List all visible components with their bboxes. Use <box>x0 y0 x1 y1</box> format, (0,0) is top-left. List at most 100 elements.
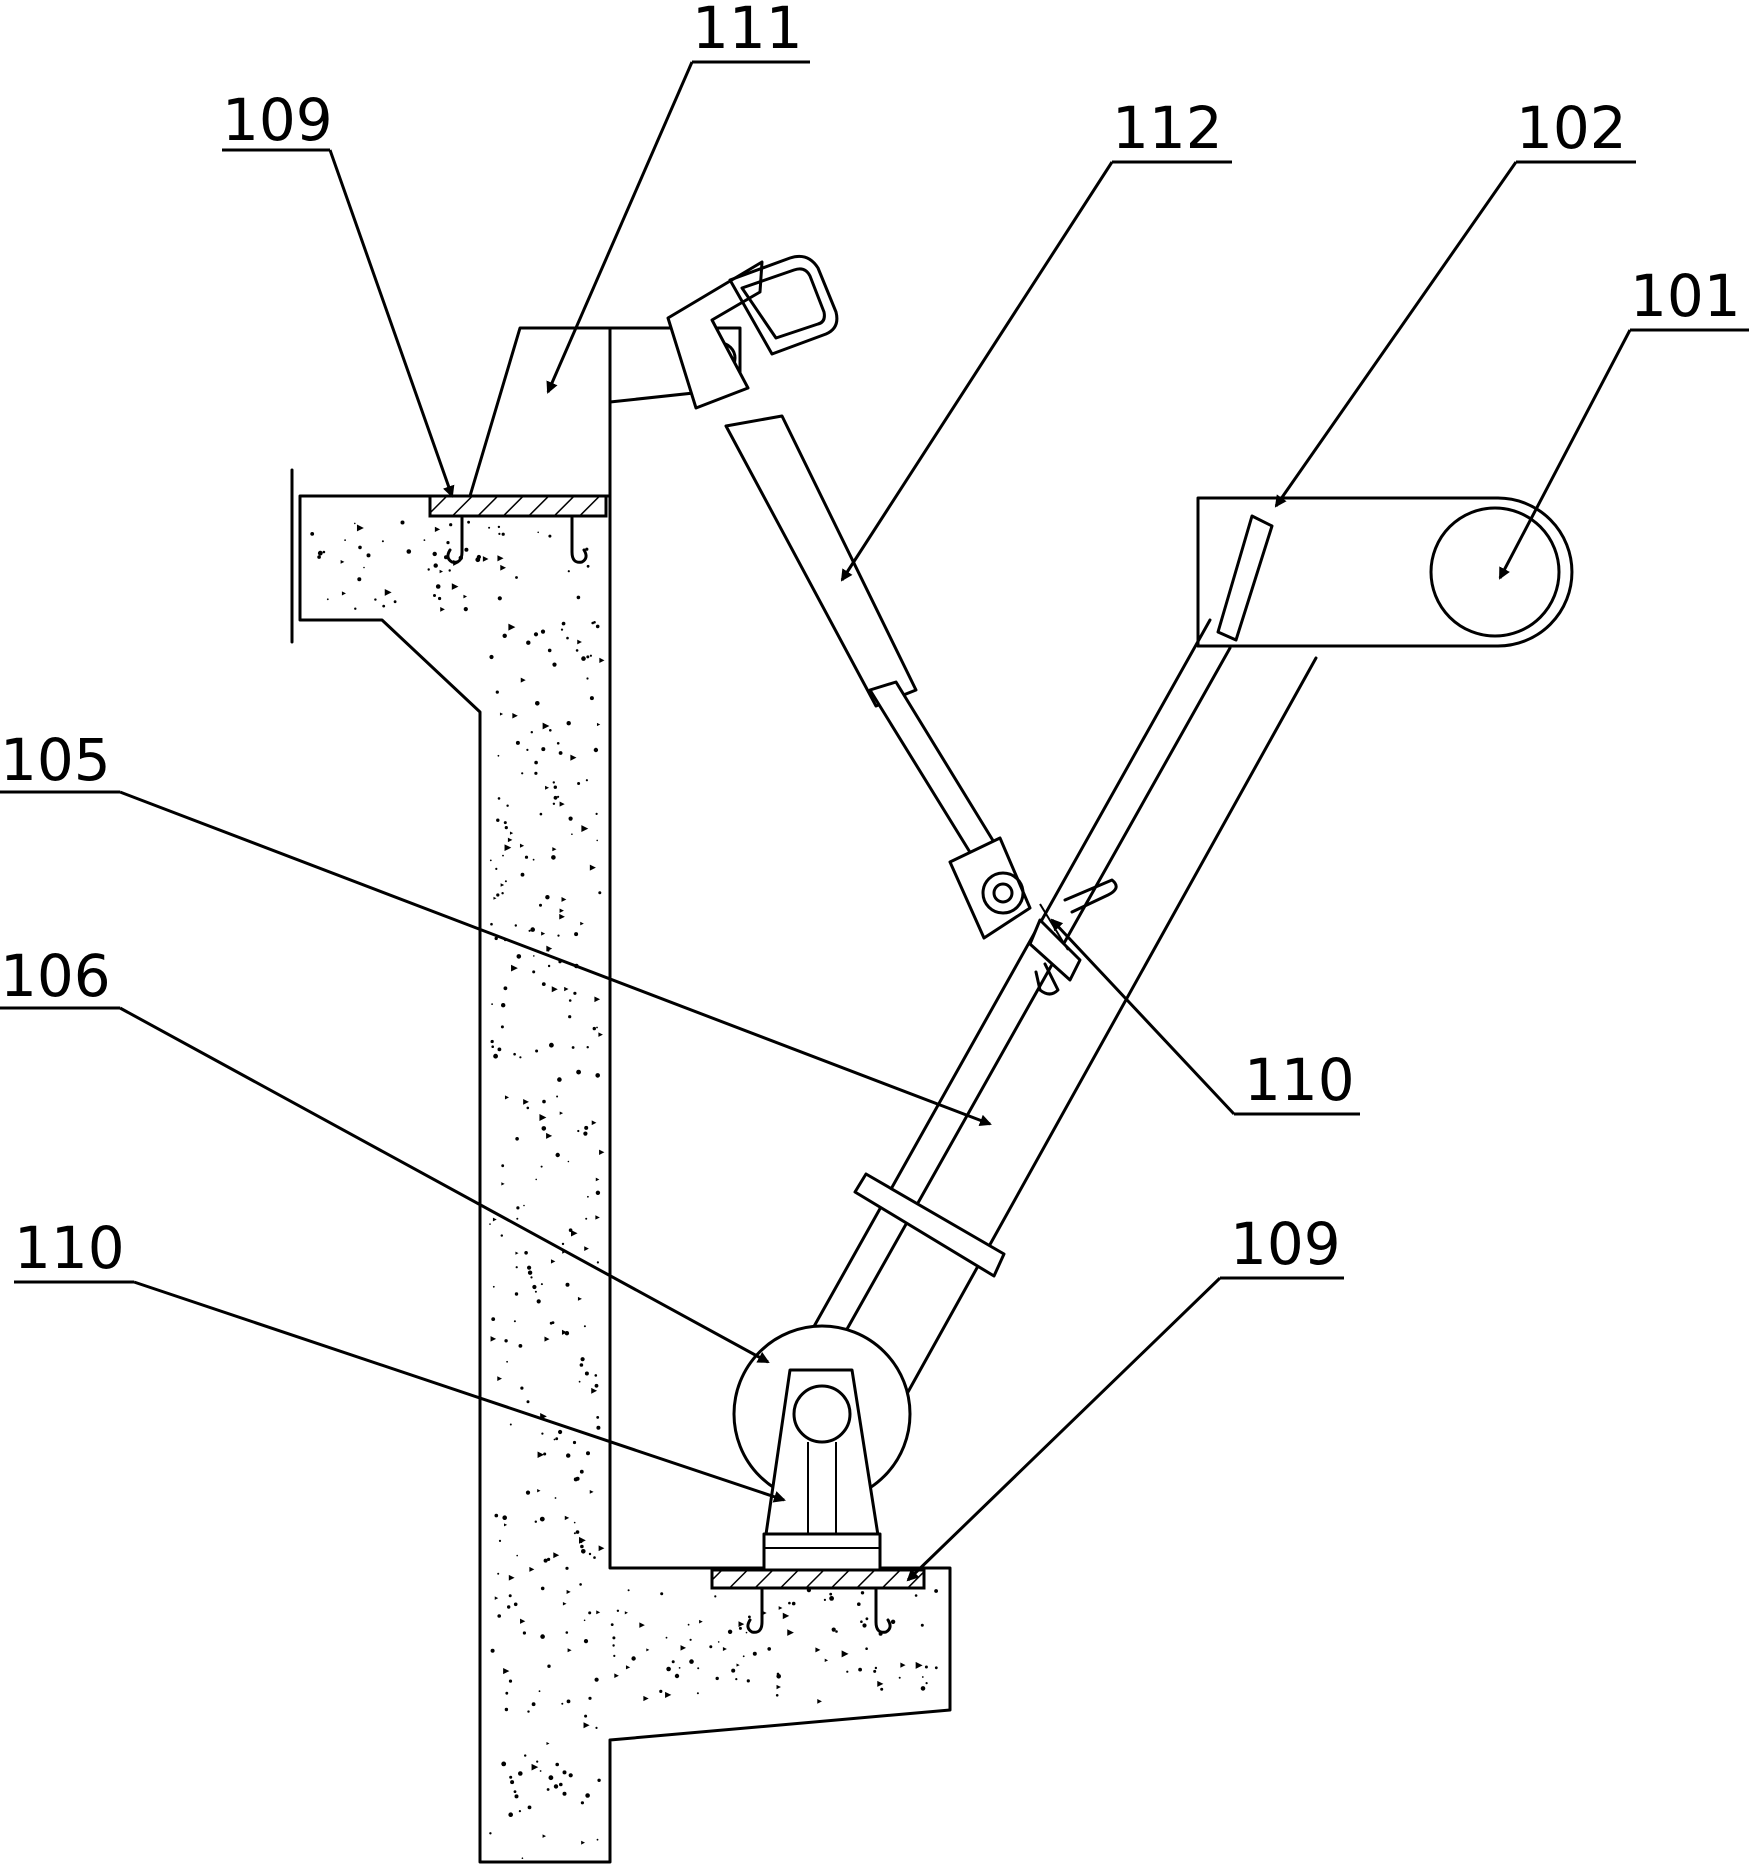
aggregate-speck <box>501 1761 507 1767</box>
aggregate-speck <box>689 1659 694 1664</box>
aggregate-speck <box>595 812 598 816</box>
aggregate-speck <box>509 1423 512 1426</box>
aggregate-speck <box>595 1177 600 1182</box>
aggregate-speck <box>497 1572 500 1575</box>
callout-label: 110 <box>1244 1046 1355 1114</box>
aggregate-speck <box>540 1283 543 1286</box>
aggregate-speck <box>310 532 315 536</box>
aggregate-speck <box>549 729 552 732</box>
aggregate-speck <box>504 1095 510 1100</box>
aggregate-speck <box>536 1760 539 1763</box>
aggregate-speck <box>576 1069 581 1075</box>
aggregate-speck <box>579 1363 584 1367</box>
aggregate-speck <box>536 1299 541 1304</box>
aggregate-speck <box>568 1015 572 1019</box>
aggregate-speck <box>519 1056 522 1059</box>
aggregate-speck <box>529 1566 535 1572</box>
aggregate-speck <box>924 1665 928 1669</box>
aggregate-speck <box>585 779 589 782</box>
aggregate-speck <box>610 1623 614 1626</box>
aggregate-speck <box>541 747 546 752</box>
aggregate-speck <box>612 1644 615 1647</box>
callout-c-111: 111 <box>546 0 810 394</box>
aggregate-speck <box>567 570 570 573</box>
aggregate-speck <box>499 712 504 716</box>
aggregate-speck <box>815 1647 821 1653</box>
aggregate-speck <box>489 859 492 862</box>
aggregate-speck <box>467 520 470 524</box>
aggregate-speck <box>915 1661 923 1669</box>
aggregate-speck <box>508 1812 513 1817</box>
aggregate-speck <box>322 550 326 554</box>
aggregate-speck <box>788 1601 791 1605</box>
callout-c-109-bottom: 109 <box>906 1210 1344 1582</box>
aggregate-speck <box>494 936 498 941</box>
aggregate-speck <box>589 696 594 701</box>
aggregate-speck <box>544 1336 550 1342</box>
aggregate-speck <box>596 1261 600 1264</box>
aggregate-speck <box>384 588 392 596</box>
aggregate-speck <box>591 1387 598 1394</box>
aggregate-speck <box>598 1545 605 1552</box>
aggregate-speck <box>646 1648 650 1652</box>
aggregate-speck <box>475 557 481 563</box>
aggregate-speck <box>598 891 602 895</box>
aggregate-speck <box>534 1290 537 1293</box>
aggregate-speck <box>546 1788 550 1791</box>
aggregate-speck <box>541 1126 547 1131</box>
aggregate-speck <box>566 636 569 640</box>
aggregate-speck <box>435 584 441 589</box>
aggregate-speck <box>890 1619 896 1625</box>
aggregate-speck <box>551 1321 555 1324</box>
aggregate-speck <box>595 1073 600 1078</box>
aggregate-speck <box>514 1292 519 1296</box>
aggregate-speck <box>584 1714 588 1718</box>
aggregate-speck <box>752 1651 757 1656</box>
aggregate-speck <box>540 1165 543 1168</box>
aggregate-speck <box>738 1621 745 1628</box>
aggregate-speck <box>539 1770 542 1772</box>
callout-leader-arrow <box>119 1006 770 1364</box>
aggregate-speck <box>573 991 577 995</box>
aggregate-speck <box>709 1645 713 1649</box>
aggregate-speck <box>543 1558 548 1563</box>
bottom-pivot <box>732 1324 912 1572</box>
aggregate-speck <box>696 1692 699 1695</box>
aggregate-speck <box>504 1707 509 1712</box>
aggregate-speck <box>571 1230 578 1237</box>
aggregate-speck <box>520 1618 526 1624</box>
aggregate-speck <box>513 1320 516 1323</box>
aggregate-speck <box>561 897 567 902</box>
aggregate-speck <box>519 843 525 848</box>
aggregate-speck <box>534 760 538 765</box>
aggregate-speck <box>557 934 560 937</box>
aggregate-speck <box>537 1451 545 1458</box>
aggregate-speck <box>731 1668 736 1673</box>
aggregate-speck <box>599 657 605 663</box>
aggregate-speck <box>497 1047 502 1052</box>
aggregate-speck <box>518 1344 523 1348</box>
aggregate-speck <box>568 816 573 821</box>
aggregate-speck <box>860 1620 863 1623</box>
aggregate-speck <box>516 1554 518 1557</box>
concrete-aggregate-texture <box>310 520 938 1859</box>
anchor-hook <box>570 516 588 564</box>
aggregate-speck <box>509 831 514 835</box>
aggregate-speck <box>511 964 518 972</box>
aggregate-speck <box>547 648 552 653</box>
callout-c-112: 112 <box>840 94 1232 582</box>
aggregate-speck <box>501 1164 505 1168</box>
aggregate-speck <box>558 751 563 755</box>
aggregate-speck <box>433 594 436 597</box>
aggregate-speck <box>507 1605 511 1609</box>
aggregate-speck <box>775 1694 779 1697</box>
anchor-hook <box>746 1588 764 1634</box>
aggregate-speck <box>583 1722 590 1729</box>
callout-label: 106 <box>0 942 111 1010</box>
aggregate-speck <box>583 1325 586 1328</box>
aggregate-speck <box>317 555 321 559</box>
aggregate-speck <box>515 576 518 579</box>
aggregate-speck <box>575 649 579 652</box>
aggregate-speck <box>490 922 493 926</box>
aggregate-speck <box>594 996 601 1003</box>
